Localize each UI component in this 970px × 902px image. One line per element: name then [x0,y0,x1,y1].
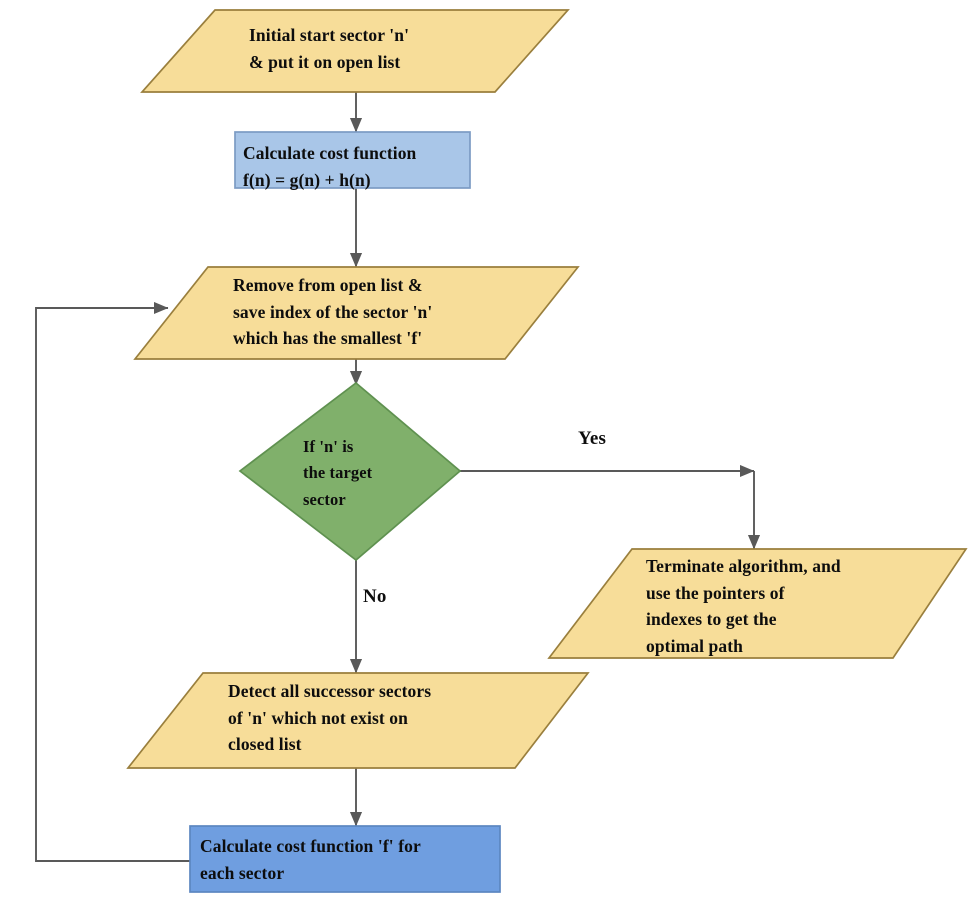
node-terminate-shape[interactable] [547,548,968,659]
node-cost-function-shape[interactable] [234,131,471,189]
node-cost-each-sector-shape[interactable] [189,825,501,893]
connector-loop-back [35,301,190,862]
node-target-check-shape[interactable] [238,381,462,562]
node-detect-successors-shape[interactable] [126,672,590,769]
node-start-shape[interactable] [140,9,570,93]
edge-label-no: No [363,586,387,607]
edge-label-yes: Yes [578,428,607,449]
node-remove-open-list-shape[interactable] [133,266,580,360]
